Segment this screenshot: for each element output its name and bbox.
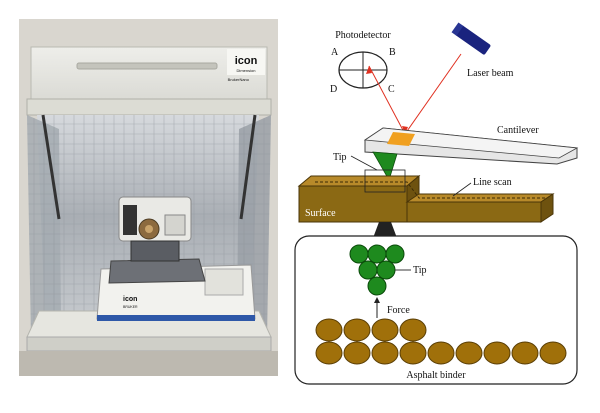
afm-base-sub-label: BRUKER [123, 305, 138, 309]
line-scan-leader [452, 182, 472, 197]
laser-source [451, 22, 491, 55]
binder-atom [343, 341, 371, 365]
laser-body [455, 25, 491, 55]
force-arrowhead [374, 297, 380, 303]
binder-atom [483, 341, 511, 365]
left-side-quilt [27, 115, 61, 339]
binder-atom [399, 318, 427, 342]
afm-photo-illustration: icon Dimension icon BRUKER BrukerNano [19, 19, 278, 376]
quadrant-d-label: D [330, 84, 337, 95]
maker-label: BrukerNano [228, 77, 250, 82]
afm-scanner-column [130, 240, 180, 262]
tip-atom [349, 244, 369, 264]
brand-sub-label: Dimension [237, 68, 256, 73]
tip-atom [367, 244, 387, 264]
quadrant-c-label: C [388, 84, 395, 95]
binder-atom [539, 341, 567, 365]
binder-atom [399, 341, 427, 365]
asphalt-binder-atoms [315, 318, 567, 365]
tip-atom [358, 260, 378, 280]
binder-atom [455, 341, 483, 365]
binder-atom [315, 318, 343, 342]
tip-atom [376, 260, 396, 280]
binder-atom [371, 341, 399, 365]
afm-scanner-knob-center [145, 225, 153, 233]
afm-instrument-photo: icon Dimension icon BRUKER BrukerNano [19, 19, 278, 376]
reflected-laser-beam [368, 65, 406, 135]
binder-atom [315, 341, 343, 365]
afm-base-stripe [97, 315, 255, 321]
left-support-bar [41, 114, 61, 220]
afm-base-label: icon [123, 296, 137, 303]
line-scan-path [315, 181, 545, 199]
zoom-connector-stem [373, 222, 397, 238]
enclosure-base [26, 336, 272, 352]
afm-tip-top [372, 151, 398, 182]
incident-laser-beam [404, 53, 462, 135]
cantilever-top-face [363, 127, 579, 159]
reflected-beam-arrowhead [366, 66, 372, 74]
surface-top-face-left [297, 175, 421, 187]
brand-badge [227, 49, 265, 75]
quadrant-b-label: B [389, 47, 396, 58]
laser-beam-label: Laser beam [467, 68, 514, 79]
tip-top-leader [350, 155, 378, 171]
line-scan-label: Line scan [473, 177, 512, 188]
cantilever-reflective-pad [387, 132, 415, 146]
afm-control-panel [204, 268, 244, 296]
binder-atom [427, 341, 455, 365]
enclosure-top-frame [26, 98, 272, 116]
right-support-bar [239, 114, 257, 220]
afm-head-right-block [164, 214, 186, 236]
force-label: Force [387, 305, 410, 316]
afm-head-left-block [123, 205, 137, 235]
surface-front-face-right [406, 201, 542, 223]
surface-label: Surface [305, 208, 336, 219]
binder-atom [343, 318, 371, 342]
lab-bench [19, 351, 278, 376]
zoom-region-box [364, 169, 406, 193]
binder-atom [371, 318, 399, 342]
brand-label: icon [235, 55, 258, 67]
tip-top-label: Tip [333, 152, 347, 163]
afm-schematic: Photodetector A B C D Laser beam Cantile… [285, 0, 600, 408]
afm-schematic-svg: Photodetector A B C D Laser beam Cantile… [294, 22, 579, 385]
tip-bottom-label: Tip [413, 265, 427, 276]
asphalt-binder-label: Asphalt binder [406, 370, 466, 381]
hood-handle [76, 62, 218, 70]
photodetector-label: Photodetector [335, 30, 391, 41]
tip-atom [367, 276, 387, 296]
cantilever-label: Cantilever [497, 125, 539, 136]
laser-cap [451, 22, 464, 36]
surface-end-face [540, 193, 554, 223]
sample-stage [108, 258, 206, 284]
tip-atom [385, 244, 405, 264]
tip-atom-cluster [349, 244, 405, 296]
quadrant-a-label: A [331, 47, 339, 58]
binder-atom [511, 341, 539, 365]
